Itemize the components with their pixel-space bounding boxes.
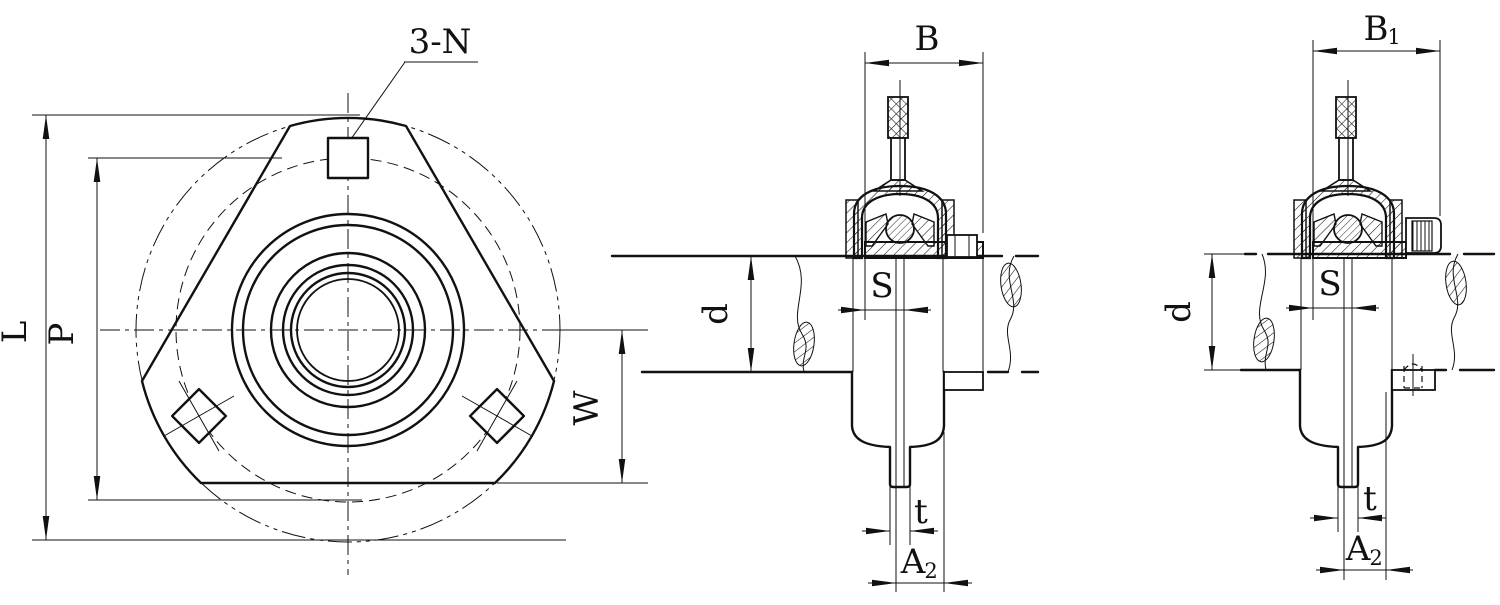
dim-d-label: d xyxy=(696,303,736,325)
locking-collar-lower xyxy=(943,371,984,391)
dim-A2-2-sub: 2 xyxy=(1369,546,1382,570)
dim-A2-2-label: A xyxy=(1345,529,1371,569)
outer-ring-right xyxy=(911,213,935,247)
dimension-S2: S xyxy=(1286,264,1379,312)
dim-S-label: S xyxy=(870,266,893,306)
dim-L-label: L xyxy=(0,321,35,344)
grease-fitting xyxy=(871,96,925,192)
grease-fitting-2 xyxy=(1319,96,1373,192)
section2-feature-lines xyxy=(1300,80,1393,486)
outer-ring2-right xyxy=(1359,213,1383,247)
dim-A2-sub: 2 xyxy=(924,559,937,583)
flange-outline xyxy=(140,116,556,485)
dim-B1-label: B xyxy=(1364,9,1389,49)
flange-plate-section-2 xyxy=(1298,368,1394,489)
leader-3N-label: 3-N xyxy=(409,22,472,62)
housing2-clamp-left xyxy=(1293,199,1307,259)
shaft-2 xyxy=(1239,252,1496,372)
dim-P-label: P xyxy=(42,323,82,346)
dim-t-label: t xyxy=(914,492,928,532)
dim-S2-label: S xyxy=(1318,264,1341,304)
housing-clamp-left xyxy=(845,199,859,259)
dimension-P: P xyxy=(42,157,362,501)
bolt-pitch-circle xyxy=(175,157,521,503)
dim-d2-label: d xyxy=(1159,301,1199,323)
ball-section xyxy=(885,214,915,244)
dim-W-label: W xyxy=(567,390,607,425)
dim-B-label: B xyxy=(915,19,940,59)
leader-3N: 3-N xyxy=(350,22,478,140)
hidden-set-screw xyxy=(1403,354,1423,396)
section-feature-lines xyxy=(852,80,984,486)
dimension-B: B xyxy=(864,19,984,320)
section-view-collar: B S d t A 2 xyxy=(610,19,1040,592)
mounting-hole-top xyxy=(326,136,370,180)
bearing-circles xyxy=(230,212,466,448)
shaft xyxy=(610,254,1040,374)
locking-nut xyxy=(946,234,978,258)
dimension-A2: A 2 xyxy=(868,432,972,592)
front-view: 3-N L P W xyxy=(0,22,648,575)
dimension-L: L xyxy=(0,114,566,541)
hole-centermarks xyxy=(163,380,533,452)
ball-section-2 xyxy=(1333,214,1363,244)
dimension-d: d xyxy=(696,256,755,372)
dimension-W: W xyxy=(497,329,648,484)
dimension-A2-2: A 2 xyxy=(1316,392,1413,580)
dimension-d2: d xyxy=(1159,253,1250,371)
dimension-t2: t xyxy=(1310,479,1386,532)
set-screw-block xyxy=(1405,217,1442,254)
dimension-t: t xyxy=(862,487,938,545)
flange-plate-section xyxy=(850,370,946,489)
outer-ring2-left xyxy=(1313,213,1337,247)
dim-A2-label: A xyxy=(900,542,926,582)
dim-t2-label: t xyxy=(1363,479,1377,519)
section-view-setscrew: B 1 S d t xyxy=(1159,9,1496,580)
dimension-B1: B 1 xyxy=(1312,9,1441,320)
outer-ring-left xyxy=(865,213,889,247)
inner-ring-section-2 xyxy=(1312,241,1407,259)
dimension-S: S xyxy=(838,266,931,314)
dim-B1-sub: 1 xyxy=(1387,25,1400,49)
